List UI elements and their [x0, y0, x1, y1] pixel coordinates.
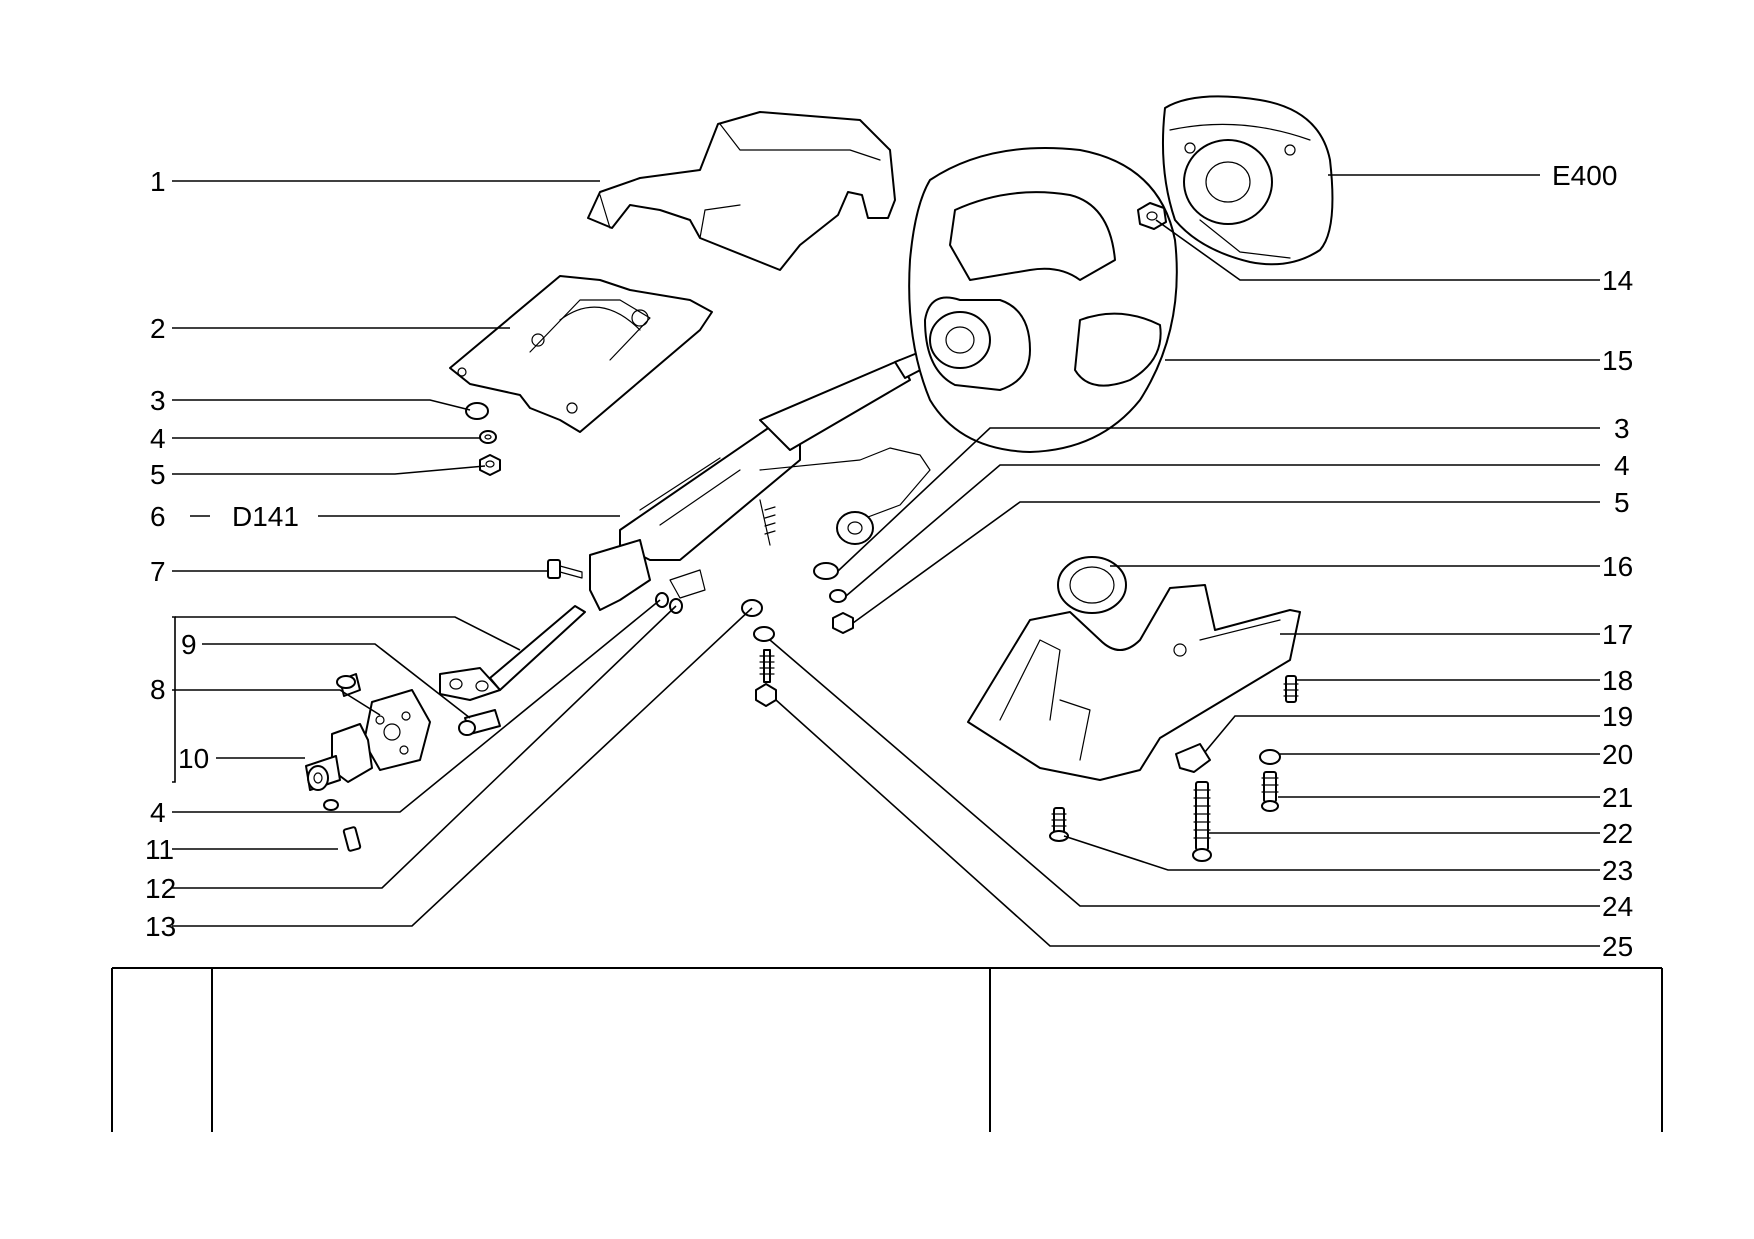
- washer-part-4-lower: [323, 799, 339, 811]
- lock-washer-part-left: [479, 430, 497, 444]
- callout-21: 21: [1602, 782, 1633, 813]
- callout-25: 25: [1602, 931, 1633, 962]
- washer-part-20: [1259, 749, 1281, 765]
- bolt-part-11: [342, 826, 362, 852]
- lower-shroud-part: [967, 584, 1301, 781]
- callout-2: 2: [150, 313, 166, 344]
- callout-11: 11: [145, 834, 174, 865]
- bolt-part-18: [1283, 675, 1299, 703]
- callout-3-right: 3: [1614, 413, 1630, 444]
- callout-4-right: 4: [1614, 450, 1630, 481]
- callout-12: 12: [145, 873, 176, 904]
- callout-13: 13: [145, 911, 176, 942]
- yoke-part-10: [305, 723, 373, 791]
- callout-22: 22: [1602, 818, 1633, 849]
- washer-part-3-mid: [813, 562, 839, 580]
- callout-3-left: 3: [150, 385, 166, 416]
- callout-24: 24: [1602, 891, 1633, 922]
- flexible-coupling-part: [363, 689, 431, 771]
- screw-part-23: [1049, 807, 1069, 842]
- callout-4-left: 4: [150, 423, 166, 454]
- steering-wheel-part: [908, 147, 1178, 453]
- callout-18: 18: [1602, 665, 1633, 696]
- callout-20: 20: [1602, 739, 1633, 770]
- callout-15: 15: [1602, 345, 1633, 376]
- washer-part-24: [753, 626, 775, 642]
- pin-part-9b: [458, 709, 501, 736]
- intermediate-shaft-part: [439, 605, 586, 701]
- nut-part-left: [479, 454, 501, 476]
- pin-part-9: [336, 673, 361, 697]
- callout-16: 16: [1602, 551, 1633, 582]
- leader-lines: [172, 174, 1600, 947]
- callout-8: 8: [150, 674, 166, 705]
- steering-column-part: [589, 349, 931, 611]
- callout-19: 19: [1602, 701, 1633, 732]
- airbag-module-part: [1161, 95, 1334, 266]
- callout-1: 1: [150, 166, 166, 197]
- screw-part-22: [1192, 781, 1212, 862]
- screw-part-25: [755, 649, 777, 707]
- nut-part-12: [655, 592, 683, 614]
- screw-part-21: [1261, 771, 1279, 812]
- callout-4-lower: 4: [150, 797, 166, 828]
- callout-e400: E400: [1552, 160, 1617, 191]
- lock-washer-part-4-mid: [829, 589, 847, 603]
- callout-7: 7: [150, 556, 166, 587]
- nut-part-5-mid: [832, 612, 854, 634]
- callout-labels-left: 1 2 3 4 5 6 D141 7 8 9 10 4 11 12 13: [145, 166, 299, 942]
- bolt-part-7: [547, 559, 583, 579]
- seal-ring-part: [1057, 556, 1127, 614]
- callout-23: 23: [1602, 855, 1633, 886]
- clip-part-19: [1175, 743, 1211, 773]
- callout-17: 17: [1602, 619, 1633, 650]
- callout-labels-right: E400 14 15 3 4 5 16 17 18 19 20 21 22 23…: [1552, 160, 1633, 962]
- callout-d141: D141: [232, 501, 299, 532]
- callout-9: 9: [181, 629, 197, 660]
- parts-table-frame: [111, 967, 1663, 1132]
- callout-14: 14: [1602, 265, 1633, 296]
- mounting-plate-part: [449, 275, 713, 433]
- callout-6: 6: [150, 501, 166, 532]
- callout-5-right: 5: [1614, 487, 1630, 518]
- upper-shroud-part: [587, 111, 896, 271]
- callout-10: 10: [178, 743, 209, 774]
- callout-5-left: 5: [150, 459, 166, 490]
- washer-part-left: [465, 402, 489, 420]
